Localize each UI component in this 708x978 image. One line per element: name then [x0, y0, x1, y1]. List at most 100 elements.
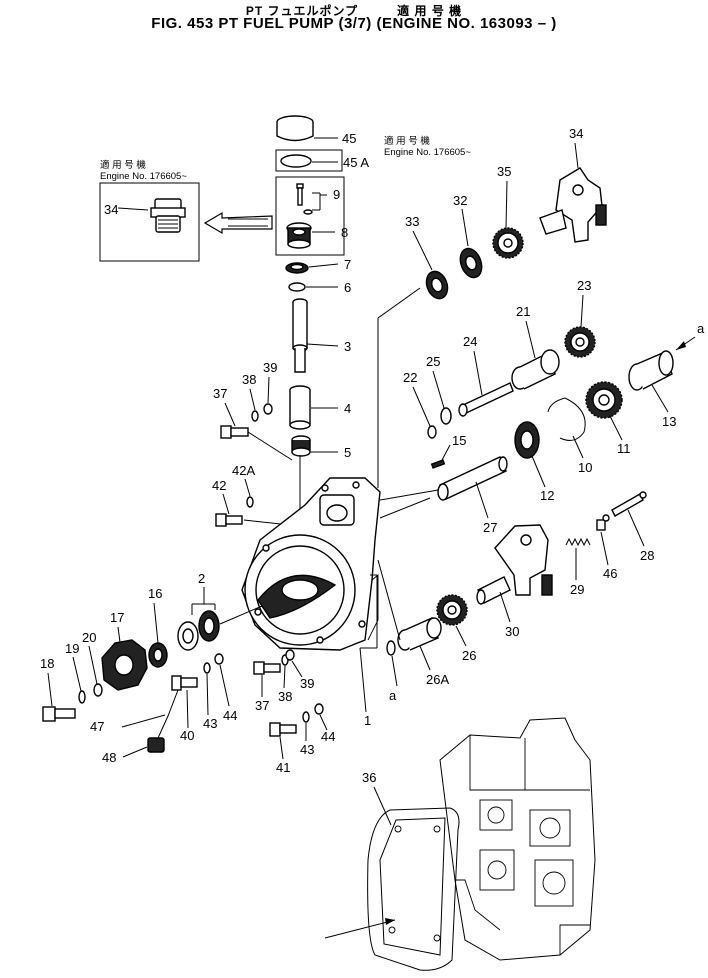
callout-47: 47 [90, 719, 104, 734]
header-japanese: PT フュエルポンプ 適 用 号 機 [245, 4, 463, 18]
callout-13: 11 [617, 441, 631, 456]
part-44-washer-b: 44 [314, 703, 335, 744]
callout-43b: 43 [300, 742, 314, 757]
callout-46: 29 [570, 582, 584, 597]
axis-line-26 [377, 559, 401, 641]
callout-42: 42 [212, 478, 226, 493]
inset-box-right: 適 用 号 機 Engine No. 176605~ [275, 135, 471, 256]
part-40-bolt: 40 [171, 675, 198, 743]
inset-left-jp: 適 用 号 機 [100, 159, 146, 171]
part-16-coupling: 16 [148, 586, 168, 668]
part-21-sleeve: 21 [511, 304, 560, 390]
callout-21: 21 [516, 304, 530, 319]
callout-11: 10 [578, 460, 592, 475]
callout-32: 32 [453, 193, 467, 208]
leader-37-body [247, 431, 293, 461]
callout-29: 30 [505, 624, 519, 639]
part-43-washer-a: 43 [203, 662, 217, 731]
callout-35: 35 [497, 164, 511, 179]
part-1-pump-housing: 1 [241, 477, 381, 728]
part-33-bearing: 33 [405, 214, 449, 300]
part-37-bolt-lower: 37 [253, 661, 281, 713]
callout-38b: 38 [278, 689, 292, 704]
callout-25: 25 [426, 354, 440, 369]
callout-41: 41 [276, 760, 290, 775]
callout-24: 24 [463, 334, 477, 349]
part-19-washer: 19 [65, 641, 86, 704]
part-48-seal: 48 [102, 737, 165, 765]
callout-48: 48 [102, 750, 116, 765]
part-13-gear: 11 [585, 381, 631, 456]
part-23-gear: 23 [564, 278, 596, 358]
part-2-bearing-set: 2 [177, 571, 263, 651]
callout-17: 17 [110, 610, 124, 625]
part-47-wire: 47 [90, 689, 179, 739]
inset-box-left: 適 用 号 機 Engine No. 176605~ 34 [99, 159, 200, 262]
part-38-washer-lower: 38 [278, 654, 292, 704]
part-22-clip: 22 [403, 370, 437, 439]
axis-line-shaft2 [379, 497, 431, 519]
part-14-bushing: 13 [628, 350, 676, 429]
callout-7: 7 [344, 257, 351, 272]
callout-15: 15 [452, 433, 466, 448]
part-12-shaft: 27 [437, 456, 508, 535]
callout-27: 28 [640, 548, 654, 563]
inset-right-engine: Engine No. 176605~ [384, 147, 471, 158]
part-45-cap: 45 [276, 115, 356, 146]
part-42A-washer: 42A [232, 463, 255, 508]
callout-36: 36 [362, 770, 376, 785]
callout-26: 26A [426, 672, 449, 687]
part-8-fitting: 8 [286, 222, 348, 249]
part-39-washer-upper: 39 [263, 360, 277, 415]
callout-33: 33 [405, 214, 419, 229]
part-7-bearing: 7 [285, 257, 351, 274]
callout-28: 46 [603, 566, 617, 581]
callout-14: 13 [662, 414, 676, 429]
part-27-pin: 28 [611, 491, 654, 563]
callout-34: 34 [569, 126, 583, 141]
callout-30: 26 [462, 648, 476, 663]
part-38-washer-upper: 38 [242, 372, 259, 422]
callout-3: 3 [344, 339, 351, 354]
callout-1: 1 [364, 713, 371, 728]
axis-line-shaft [379, 489, 439, 501]
part-34-lever: 34 [539, 126, 607, 243]
part-32-bearing: 32 [453, 193, 483, 279]
part-3-shaft: 3 [292, 298, 351, 373]
callout-44a: 44 [223, 708, 237, 723]
leader-33b [377, 287, 421, 319]
callout-8-inset: 34 [104, 202, 118, 217]
part-28-clip: 46 [596, 514, 617, 581]
figure-title: FIG. 453 PT FUEL PUMP (3/7) (ENGINE NO. … [151, 15, 557, 32]
callout-5: 5 [344, 445, 351, 460]
part-46-spring: 29 [565, 537, 591, 597]
fitting-8-inset-icon [150, 198, 186, 233]
callout-10: 12 [540, 488, 554, 503]
part-26-sleeve: 26A [397, 617, 449, 687]
part-36-gasket: 36 [362, 770, 460, 971]
part-20-washer: 20 [82, 630, 103, 697]
callout-20: 20 [82, 630, 96, 645]
callout-19: 19 [65, 641, 79, 656]
inset-right-jp: 適 用 号 機 [384, 135, 430, 147]
part-43-washer-b: 43 [300, 711, 314, 757]
reference-arrow [203, 211, 273, 235]
callout-18: 18 [40, 656, 54, 671]
callout-4: 4 [344, 401, 351, 416]
part-42-bolt: 42 [212, 478, 243, 527]
callout-a-upper: a [697, 321, 705, 336]
engine-block [439, 717, 596, 961]
part-44-washer-a: 44 [214, 653, 237, 723]
part-4-sleeve: 4 [289, 385, 351, 430]
callout-23: 23 [577, 278, 591, 293]
part-6-ring: 6 [288, 280, 351, 295]
callout-38a: 38 [242, 372, 256, 387]
callout-43a: 43 [203, 716, 217, 731]
part-35-gear: 35 [492, 164, 524, 259]
callout-37a: 37 [213, 386, 227, 401]
callout-37b: 37 [255, 698, 269, 713]
callout-8: 8 [341, 225, 348, 240]
callout-26A: a [389, 688, 397, 703]
part-15-key: 15 [430, 433, 466, 469]
